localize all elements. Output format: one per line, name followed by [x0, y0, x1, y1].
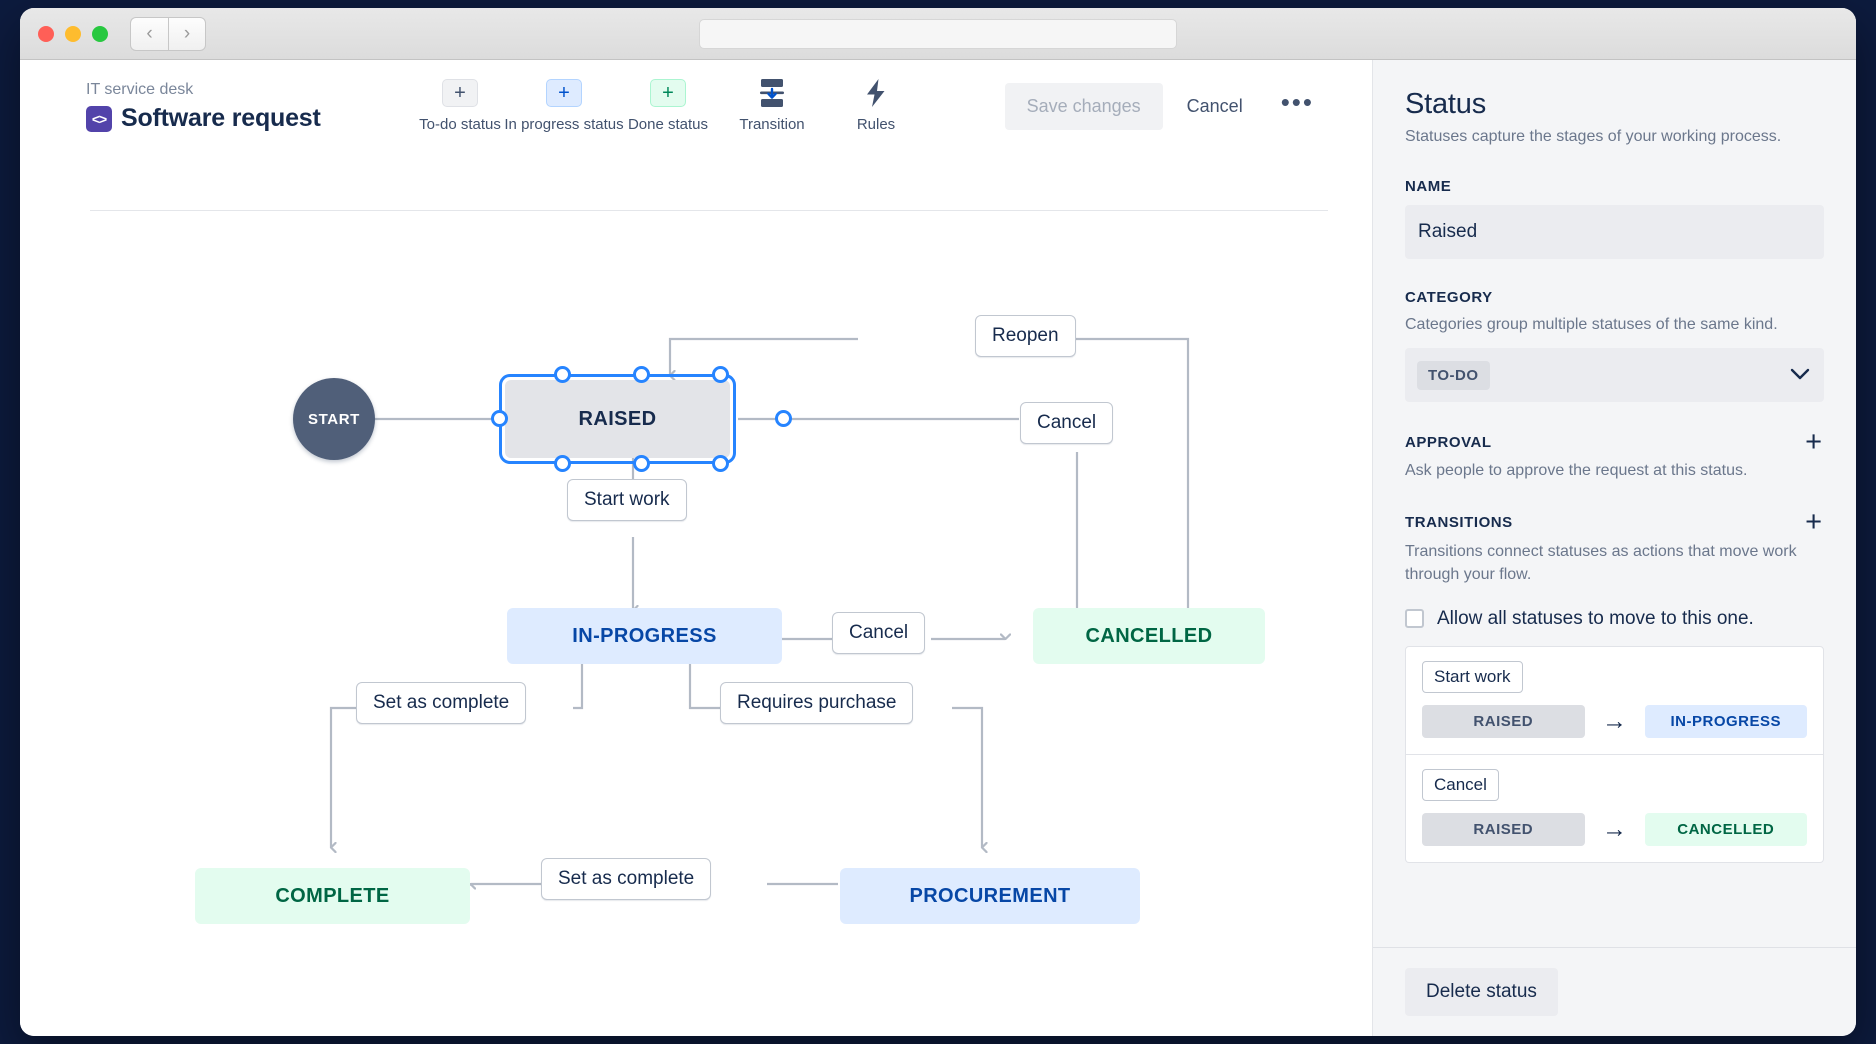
- chevron-down-icon: [1790, 367, 1810, 384]
- add-transition-button[interactable]: Transition: [720, 79, 824, 133]
- transition-to-status: IN-PROGRESS: [1644, 704, 1807, 738]
- workflow-edges: [328, 337, 1190, 1036]
- transitions-section-label: TRANSITIONS: [1405, 513, 1513, 531]
- plus-icon: +: [650, 79, 686, 107]
- panel-footer: Delete status: [1373, 947, 1856, 1036]
- allow-all-statuses-row[interactable]: Allow all statuses to move to this one.: [1405, 608, 1824, 630]
- resize-handle-middle-right[interactable]: [775, 410, 792, 427]
- transition-label-requires-purchase[interactable]: Requires purchase: [720, 682, 914, 724]
- workflow-canvas[interactable]: START RAISED IN-PROGRESS CANCELLED COMPL…: [20, 212, 1372, 1036]
- add-transition-icon[interactable]: +: [1805, 506, 1822, 539]
- plus-icon: +: [546, 79, 582, 107]
- panel-subtitle: Statuses capture the stages of your work…: [1405, 128, 1782, 145]
- code-brackets-icon: <>: [86, 105, 112, 132]
- save-changes-button[interactable]: Save changes: [1004, 82, 1163, 130]
- add-in-progress-status-button[interactable]: + In progress status: [504, 79, 624, 133]
- status-node-complete[interactable]: COMPLETE: [195, 868, 470, 924]
- transition-label-start-work[interactable]: Start work: [567, 479, 687, 521]
- allow-all-statuses-label: Allow all statuses to move to this one.: [1437, 607, 1754, 629]
- resize-handle-top-left[interactable]: [554, 366, 571, 383]
- category-section-label: CATEGORY: [1405, 289, 1493, 306]
- minimize-window-icon[interactable]: [65, 25, 81, 42]
- resize-handle-bottom-right[interactable]: [712, 455, 729, 472]
- workflow-editor: IT service desk <> Software request + To…: [20, 60, 1372, 1036]
- panel-title: Status: [1405, 88, 1487, 120]
- delete-status-button[interactable]: Delete status: [1405, 968, 1558, 1016]
- panel-content: Status Statuses capture the stages of yo…: [1373, 60, 1856, 947]
- nav-buttons: ‹ ›: [130, 16, 206, 51]
- approval-section-label: APPROVAL: [1405, 433, 1492, 451]
- status-node-in-progress[interactable]: IN-PROGRESS: [507, 608, 782, 664]
- transition-from-status: RAISED: [1422, 704, 1585, 738]
- category-description: Categories group multiple statuses of th…: [1405, 316, 1778, 333]
- editor-header: IT service desk <> Software request + To…: [20, 60, 1372, 152]
- resize-handle-top-center[interactable]: [633, 366, 650, 383]
- status-node-cancelled[interactable]: CANCELLED: [1033, 608, 1265, 664]
- resize-handle-top-right[interactable]: [712, 366, 729, 383]
- transitions-list: Start work RAISED → IN-PROGRESS Cancel R…: [1405, 645, 1824, 863]
- resize-handle-middle-left[interactable]: [491, 410, 508, 427]
- browser-window: ‹ › IT service desk <> Software request …: [20, 8, 1856, 1036]
- arrow-right-icon: →: [1602, 706, 1627, 735]
- tool-label: In progress status: [504, 116, 624, 133]
- start-node[interactable]: START: [293, 378, 375, 460]
- close-window-icon[interactable]: [38, 25, 54, 42]
- allow-all-statuses-checkbox[interactable]: [1405, 609, 1424, 629]
- breadcrumb: IT service desk <> Software request: [86, 79, 386, 133]
- transitions-description: Transitions connect statuses as actions …: [1405, 542, 1797, 583]
- add-done-status-button[interactable]: + Done status: [616, 79, 720, 133]
- resize-handle-bottom-center[interactable]: [633, 455, 650, 472]
- transitions-section-header: TRANSITIONS +: [1405, 506, 1824, 539]
- page-title: Software request: [121, 104, 321, 132]
- lightning-bolt-icon: [863, 79, 889, 107]
- transition-to-status: CANCELLED: [1644, 812, 1807, 846]
- tool-label: To-do status: [419, 116, 501, 133]
- header-actions: Save changes Cancel •••: [1004, 82, 1328, 130]
- editor-toolbar: + To-do status + In progress status + Do…: [408, 79, 928, 133]
- transition-label-cancel-from-in-progress[interactable]: Cancel: [832, 612, 926, 654]
- add-todo-status-button[interactable]: + To-do status: [408, 79, 512, 133]
- approval-description: Ask people to approve the request at thi…: [1405, 462, 1748, 480]
- transition-card[interactable]: Cancel RAISED → CANCELLED: [1405, 754, 1824, 863]
- transition-label-cancel-from-raised[interactable]: Cancel: [1020, 402, 1114, 444]
- status-name-input[interactable]: Raised: [1405, 205, 1824, 259]
- status-details-panel: Status Statuses capture the stages of yo…: [1372, 60, 1856, 1036]
- window-body: IT service desk <> Software request + To…: [20, 60, 1856, 1036]
- transition-icon: [755, 79, 789, 107]
- name-section-label: NAME: [1405, 178, 1452, 195]
- back-arrow-icon[interactable]: ‹: [130, 16, 168, 51]
- rules-button[interactable]: Rules: [824, 79, 928, 133]
- category-chip: TO-DO: [1417, 360, 1490, 390]
- forward-arrow-icon[interactable]: ›: [168, 16, 206, 51]
- category-select[interactable]: TO-DO: [1405, 348, 1824, 402]
- transition-name[interactable]: Cancel: [1422, 768, 1499, 801]
- add-approval-icon[interactable]: +: [1805, 426, 1822, 458]
- approval-section-header: APPROVAL +: [1405, 426, 1824, 458]
- status-node-procurement[interactable]: PROCUREMENT: [840, 868, 1140, 924]
- transition-name[interactable]: Start work: [1422, 660, 1523, 693]
- transition-label-set-as-complete-from-procurement[interactable]: Set as complete: [541, 858, 712, 900]
- transition-label-reopen[interactable]: Reopen: [975, 315, 1076, 357]
- traffic-lights: [38, 25, 108, 42]
- header-divider: [90, 210, 1328, 211]
- address-bar[interactable]: [699, 18, 1177, 49]
- transition-label-set-as-complete-from-in-progress[interactable]: Set as complete: [356, 682, 527, 724]
- tool-label: Done status: [627, 116, 709, 133]
- transition-flow: RAISED → IN-PROGRESS: [1422, 704, 1807, 738]
- more-options-icon[interactable]: •••: [1267, 87, 1328, 125]
- arrow-right-icon: →: [1602, 814, 1627, 843]
- resize-handle-bottom-left[interactable]: [554, 455, 571, 472]
- plus-icon: +: [442, 79, 478, 107]
- maximize-window-icon[interactable]: [92, 25, 108, 42]
- status-node-raised[interactable]: RAISED: [505, 380, 730, 458]
- breadcrumb-project[interactable]: IT service desk: [86, 81, 194, 98]
- transition-from-status: RAISED: [1422, 812, 1585, 846]
- transition-flow: RAISED → CANCELLED: [1422, 812, 1807, 846]
- window-titlebar: ‹ ›: [20, 8, 1856, 60]
- tool-label: Transition: [739, 116, 805, 133]
- transition-card[interactable]: Start work RAISED → IN-PROGRESS: [1405, 645, 1824, 755]
- tool-label: Rules: [856, 116, 896, 133]
- cancel-button[interactable]: Cancel: [1169, 83, 1261, 130]
